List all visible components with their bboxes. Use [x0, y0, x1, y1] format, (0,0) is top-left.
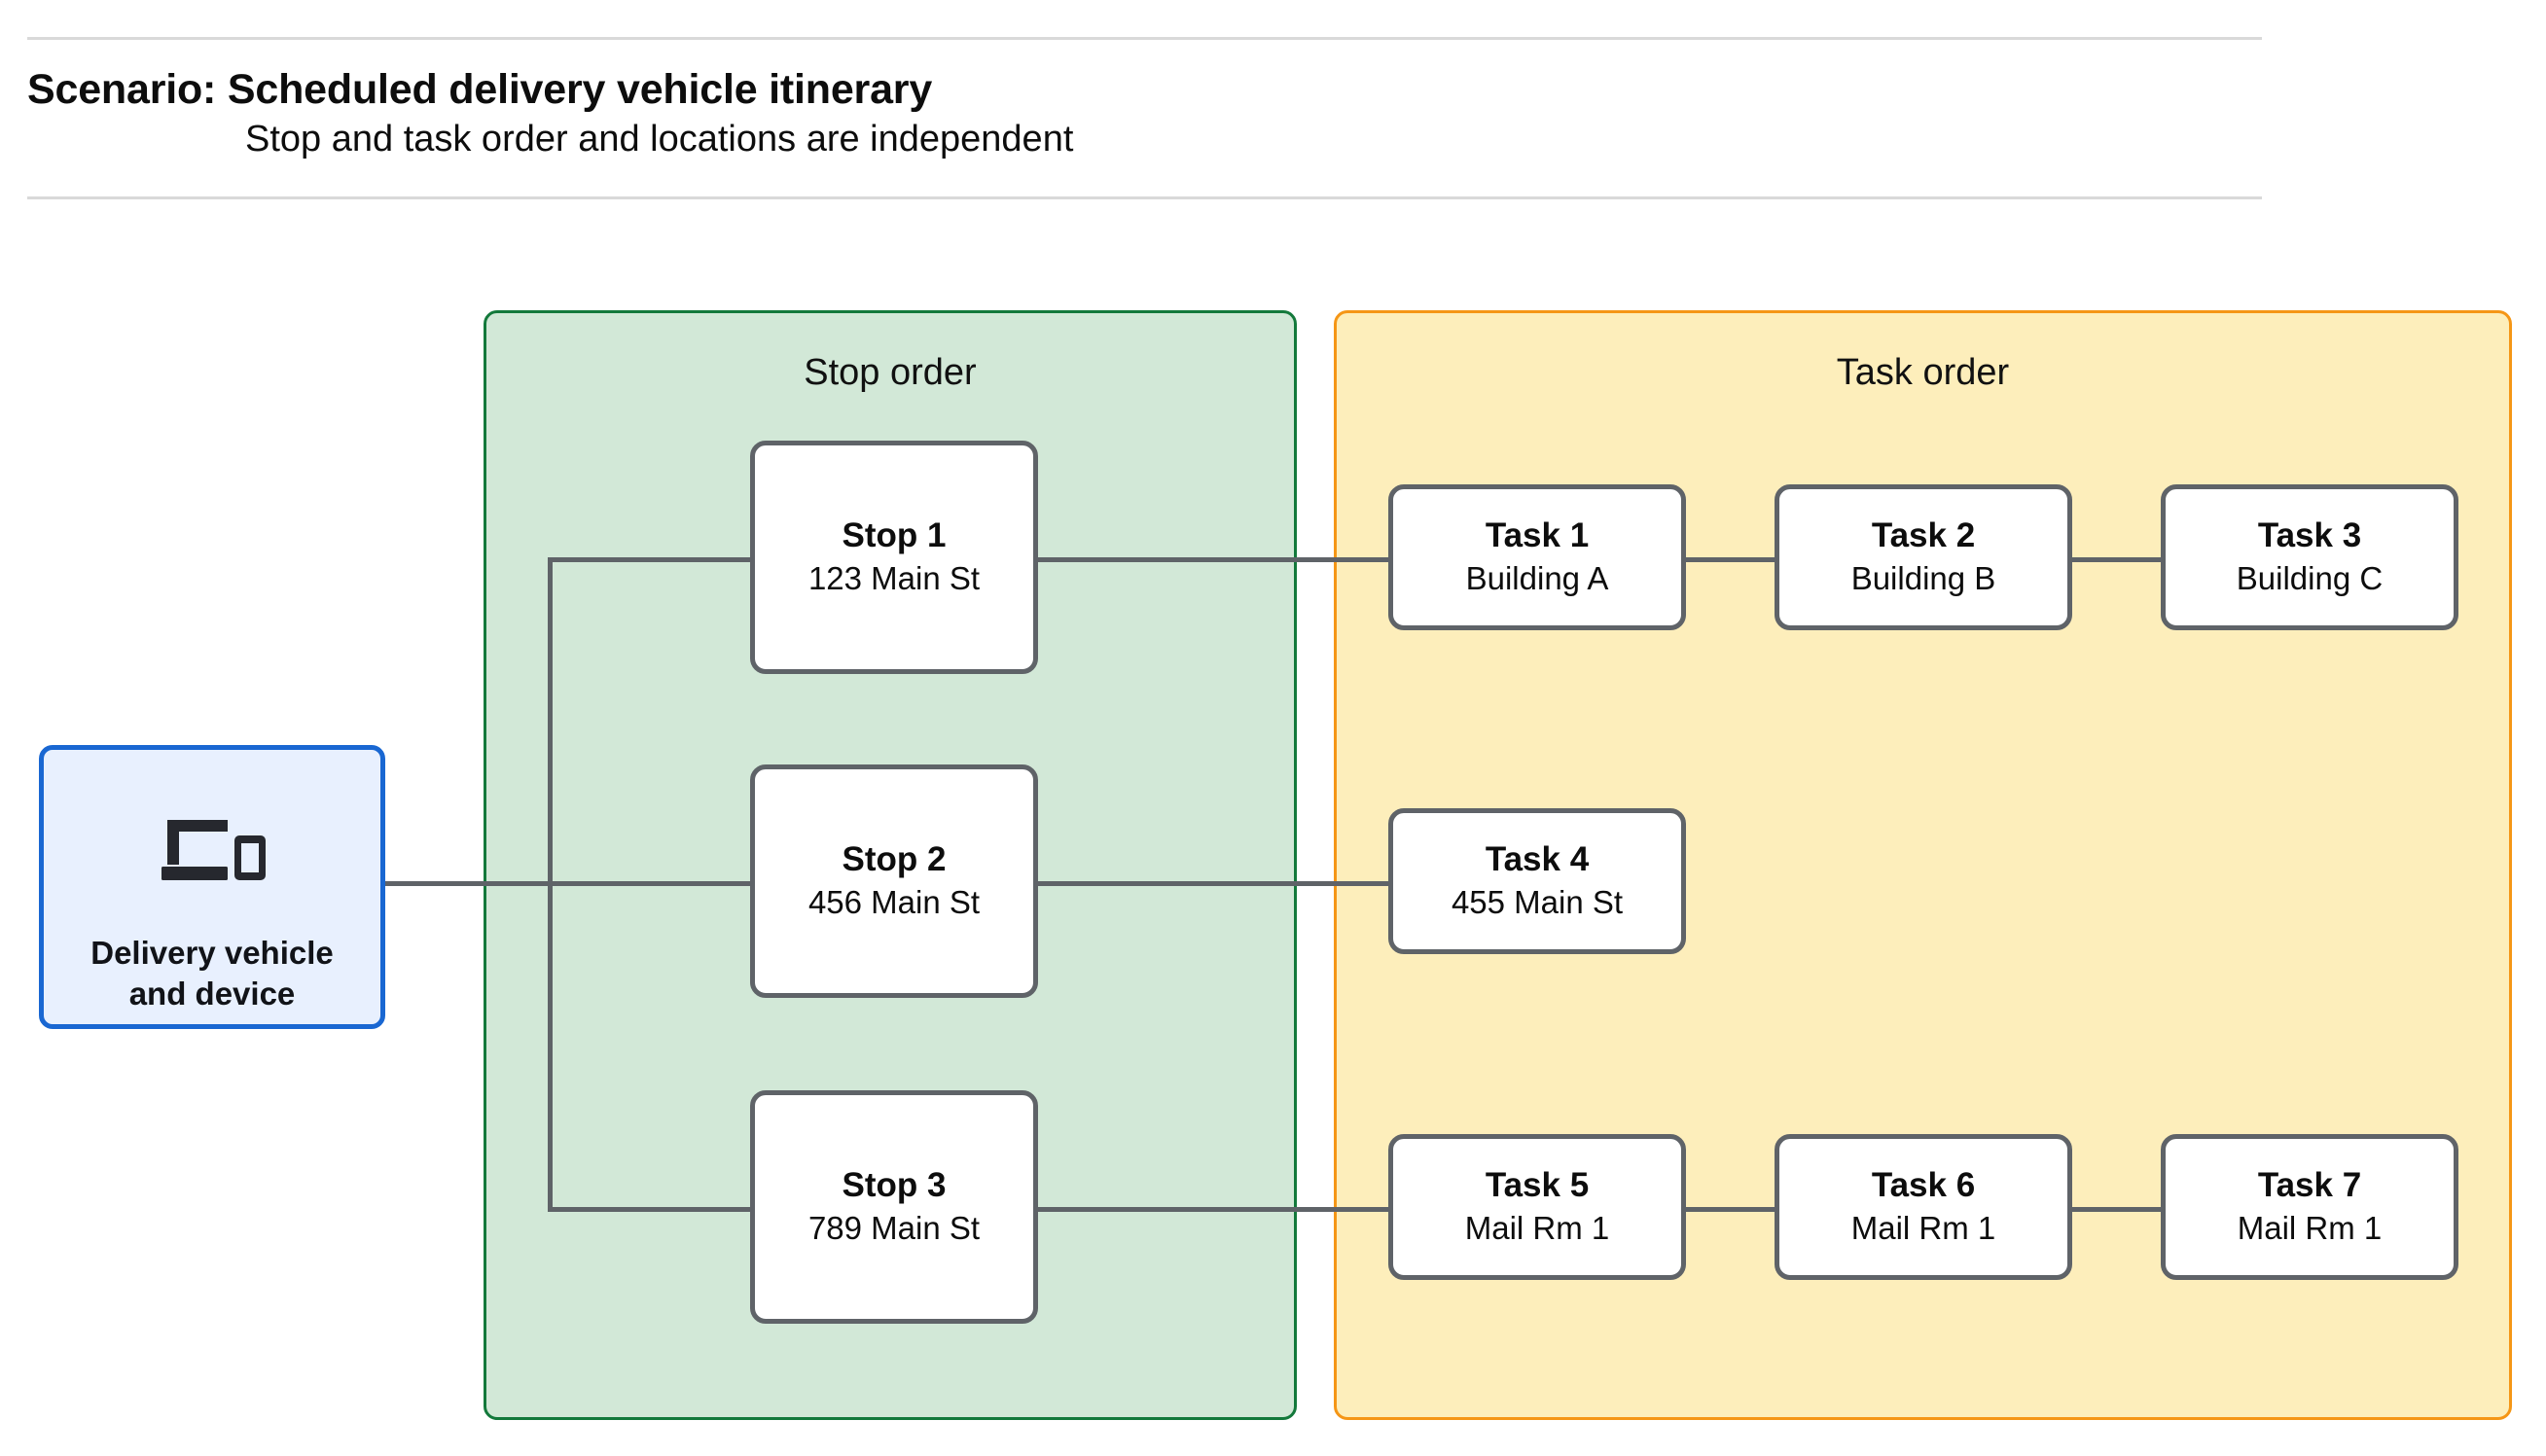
- stop-node-address: 456 Main St: [807, 884, 981, 921]
- stop-node-address: 789 Main St: [807, 1210, 981, 1247]
- task-node-title: Task 3: [2257, 516, 2362, 555]
- stop-node-address: 123 Main St: [807, 560, 981, 597]
- stop-order-title: Stop order: [804, 352, 977, 393]
- task-node-location: Building C: [2236, 560, 2384, 597]
- connector-stop-2-to-task-4: [1029, 881, 1395, 886]
- header-divider-bottom: [27, 196, 2262, 199]
- device-label: Delivery vehicle and device: [90, 935, 334, 1012]
- task-node-4[interactable]: Task 4 455 Main St: [1388, 808, 1686, 954]
- laptop-and-phone-icon: [161, 820, 266, 880]
- connector-task-2-to-task-3: [2069, 557, 2165, 562]
- stop-node-title: Stop 2: [842, 840, 947, 879]
- task-node-title: Task 5: [1485, 1166, 1590, 1205]
- task-node-location: Building B: [1850, 560, 1996, 597]
- task-node-2[interactable]: Task 2 Building B: [1775, 484, 2072, 630]
- task-node-title: Task 6: [1871, 1166, 1976, 1205]
- task-node-title: Task 2: [1871, 516, 1976, 555]
- task-node-1[interactable]: Task 1 Building A: [1388, 484, 1686, 630]
- task-node-7[interactable]: Task 7 Mail Rm 1: [2161, 1134, 2458, 1280]
- task-node-location: Mail Rm 1: [1850, 1210, 1996, 1247]
- task-node-3[interactable]: Task 3 Building C: [2161, 484, 2458, 630]
- task-node-location: Building A: [1465, 560, 1609, 597]
- task-node-title: Task 1: [1485, 516, 1590, 555]
- task-node-5[interactable]: Task 5 Mail Rm 1: [1388, 1134, 1686, 1280]
- connector-stop-1-to-task-1: [1029, 557, 1395, 562]
- task-node-location: Mail Rm 1: [1464, 1210, 1610, 1247]
- stop-node-2[interactable]: Stop 2 456 Main St: [750, 764, 1038, 998]
- stop-node-3[interactable]: Stop 3 789 Main St: [750, 1090, 1038, 1324]
- connector-trunk-to-stop-2: [548, 881, 754, 886]
- task-node-6[interactable]: Task 6 Mail Rm 1: [1775, 1134, 2072, 1280]
- page-subtitle: Stop and task order and locations are in…: [245, 119, 1074, 160]
- stop-node-title: Stop 3: [842, 1166, 947, 1205]
- connector-stop-3-to-task-5: [1029, 1207, 1395, 1212]
- delivery-vehicle-and-device-node[interactable]: Delivery vehicle and device: [39, 745, 385, 1029]
- stop-node-1[interactable]: Stop 1 123 Main St: [750, 441, 1038, 674]
- stop-node-title: Stop 1: [842, 516, 947, 555]
- connector-task-5-to-task-6: [1684, 1207, 1779, 1212]
- header-divider-top: [27, 37, 2262, 40]
- connector-trunk-to-stop-3: [548, 1207, 754, 1212]
- page-title: Scenario: Scheduled delivery vehicle iti…: [27, 66, 933, 113]
- task-node-title: Task 7: [2257, 1166, 2362, 1205]
- connector-task-6-to-task-7: [2069, 1207, 2165, 1212]
- task-node-location: 455 Main St: [1451, 884, 1624, 921]
- task-node-title: Task 4: [1485, 840, 1590, 879]
- connector-device-to-trunk: [385, 881, 553, 886]
- connector-task-1-to-task-2: [1684, 557, 1779, 562]
- task-order-title: Task order: [1836, 352, 2010, 393]
- connector-trunk-to-stop-1: [548, 557, 754, 562]
- task-node-location: Mail Rm 1: [2237, 1210, 2383, 1247]
